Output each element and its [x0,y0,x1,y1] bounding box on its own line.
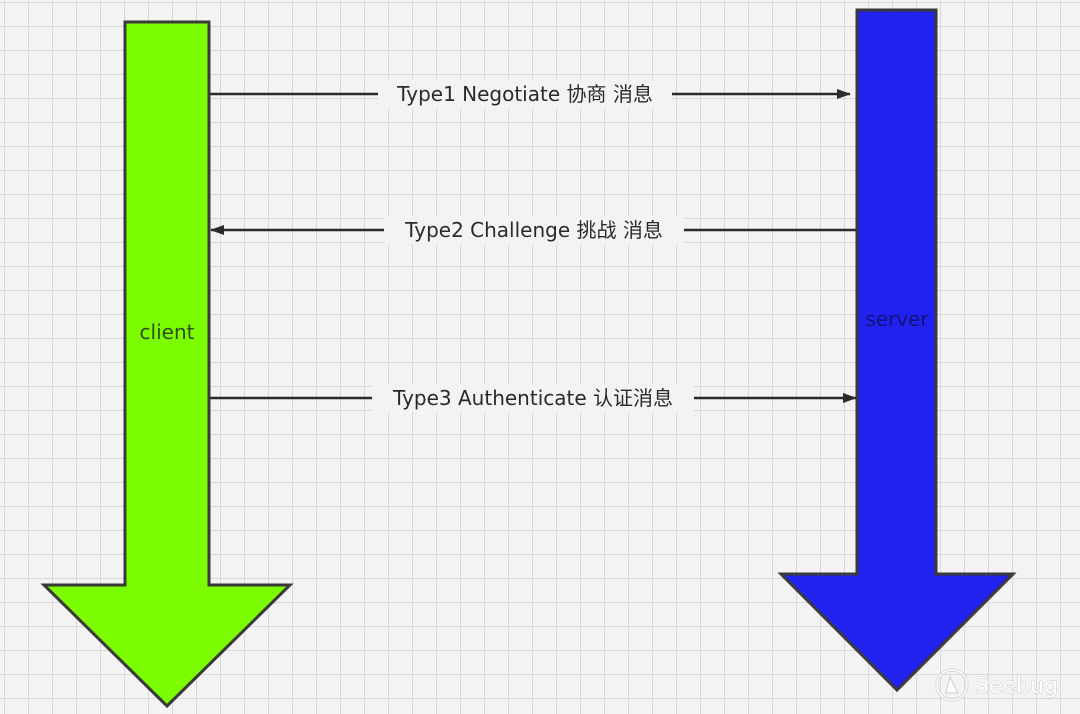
server-down-arrow [777,8,1017,693]
message-type1-label: Type1 Negotiate 协商 消息 [396,82,653,106]
message-type2-label-bg [384,216,684,244]
message-type2-label: Type2 Challenge 挑战 消息 [404,218,663,242]
message-type3: Type3 Authenticate 认证消息 [210,384,857,412]
client-lane: client [40,20,294,709]
client-label: client [140,320,195,344]
message-type3-label: Type3 Authenticate 认证消息 [392,386,673,410]
server-label: server [865,307,929,331]
watermark-text: Seebug [975,674,1058,699]
message-type2: Type2 Challenge 挑战 消息 [210,216,856,244]
message-type3-label-bg [372,384,694,412]
seebug-watermark: Seebug [935,668,1058,702]
client-down-arrow [40,20,294,709]
server-lane: server [777,8,1017,693]
seebug-logo-icon [935,668,969,702]
message-type1: Type1 Negotiate 协商 消息 [210,80,851,108]
message-type1-label-bg [378,80,672,108]
